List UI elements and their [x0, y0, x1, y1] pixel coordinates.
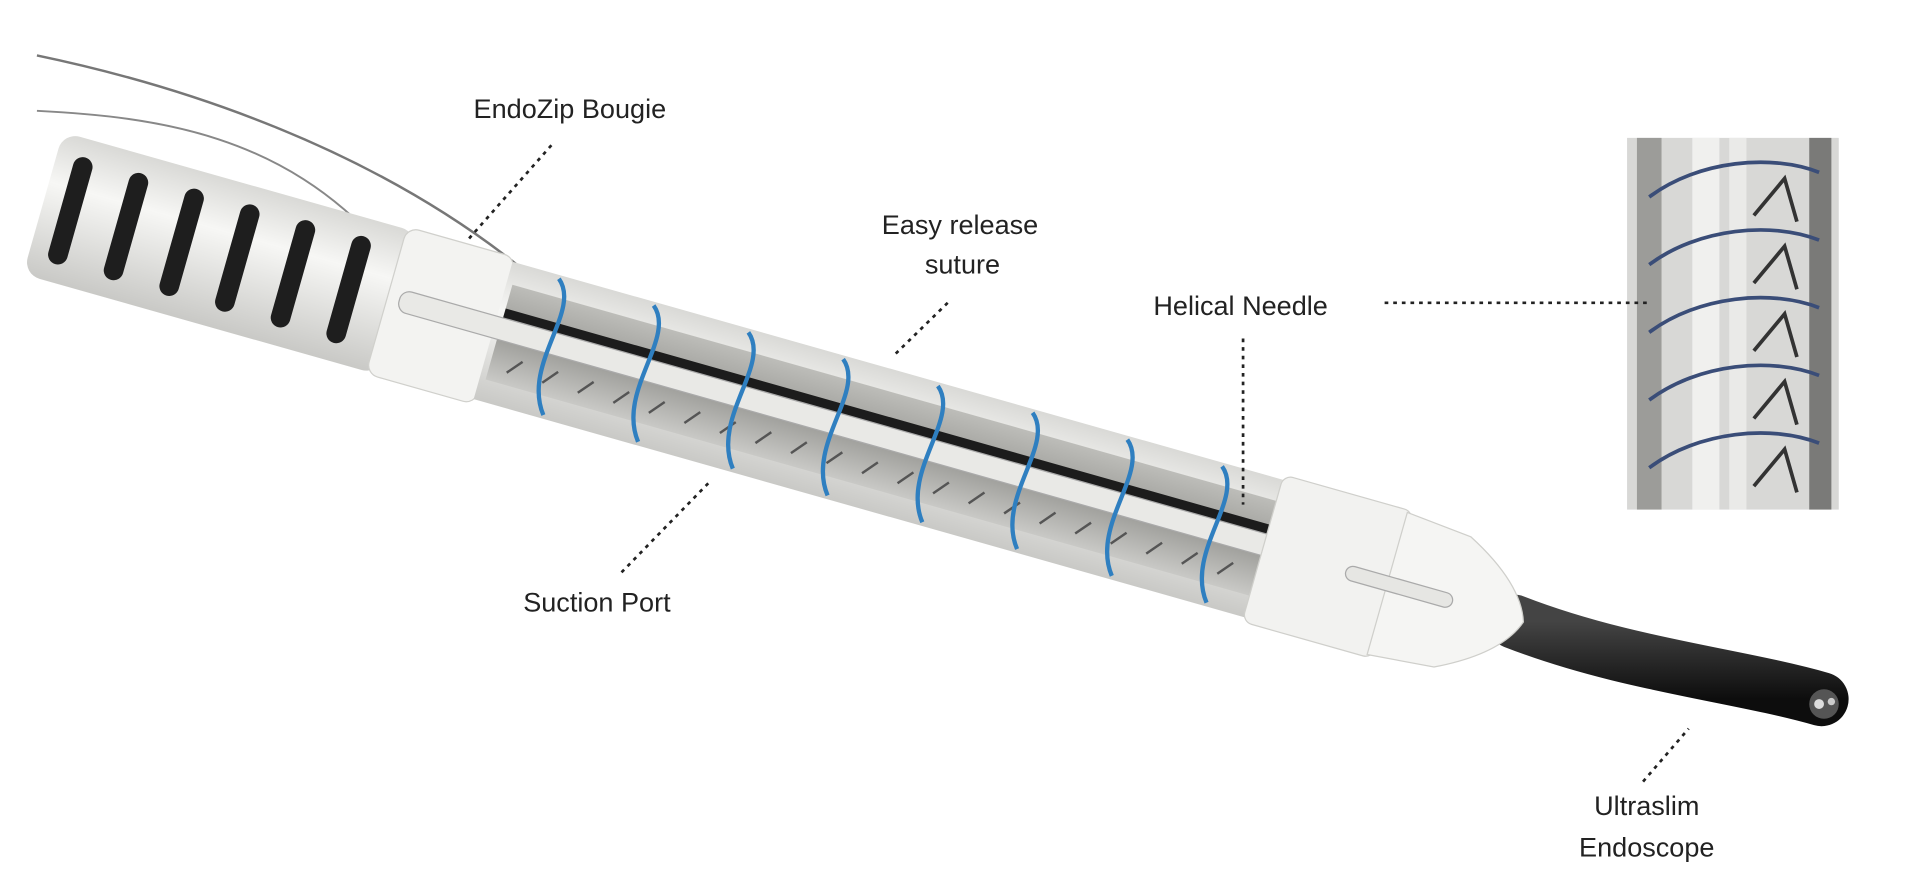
inset-suture	[1648, 295, 1820, 334]
rib-slot	[103, 172, 149, 281]
suture-loop	[820, 357, 851, 497]
leader-suture	[891, 301, 949, 358]
suture-loop	[1010, 411, 1040, 550]
needle-tooth	[1181, 551, 1199, 565]
suture-loop	[726, 331, 756, 470]
needle-tooth	[577, 380, 595, 394]
rib-slot	[159, 188, 204, 296]
rib-slot	[215, 204, 260, 312]
inset-suture	[1648, 228, 1820, 267]
needle-tooth	[1216, 561, 1234, 575]
rib-slot	[270, 220, 316, 328]
inset-suture	[1648, 363, 1820, 402]
suture-loop	[1199, 465, 1230, 604]
dark-rod	[503, 308, 1276, 536]
needle-tooth	[683, 411, 701, 424]
label-endozip-bougie: EndoZip Bougie	[474, 93, 667, 124]
needle-tooth	[861, 461, 879, 475]
inset-needle	[1752, 377, 1799, 426]
helical-needle-inset	[1627, 137, 1839, 510]
needle-tooth	[932, 481, 950, 495]
needle-tooth	[967, 491, 986, 505]
suture-loop	[1104, 438, 1135, 577]
ultraslim-endoscope	[1486, 594, 1849, 727]
label-easy-release-line1: Easy release	[882, 209, 1038, 240]
needle-tooth	[896, 471, 915, 485]
inset-suture	[1648, 160, 1820, 199]
suture-loop	[536, 277, 567, 416]
needle-tooth	[1038, 511, 1057, 525]
needle-tooth	[790, 441, 808, 455]
inset-needle	[1752, 445, 1799, 493]
inset-needle	[1752, 310, 1799, 358]
inset-needle	[1752, 174, 1799, 223]
needle-tooth	[612, 390, 630, 404]
suture-helix	[536, 277, 1230, 604]
inset-needle	[1752, 242, 1799, 290]
rib-slot	[48, 157, 93, 265]
suture-loop	[915, 384, 946, 524]
label-ultraslim-line2: Endoscope	[1579, 832, 1714, 863]
leader-endoscope	[1642, 727, 1690, 783]
needle-tooth	[825, 451, 844, 465]
bougie-rod	[398, 291, 1301, 564]
inset-suture	[1648, 431, 1820, 470]
needle-tooth	[506, 360, 524, 374]
needle-tooth	[648, 401, 666, 414]
endozip-device	[27, 136, 1525, 668]
label-suction-port: Suction Port	[523, 587, 671, 618]
label-ultraslim-line1: Ultraslim	[1594, 790, 1699, 821]
rib-slot	[326, 235, 371, 344]
nose-cone	[1366, 511, 1525, 668]
label-helical-needle: Helical Needle	[1153, 290, 1328, 321]
suture-loop	[631, 304, 662, 443]
guide-wire	[36, 54, 518, 266]
rib-slots	[48, 157, 371, 344]
leader-bougie	[466, 144, 553, 241]
guide-wire	[36, 109, 383, 247]
needle-tooth	[1145, 541, 1163, 555]
needle-tooth	[1074, 521, 1092, 535]
leader-suction	[620, 479, 713, 574]
needle-tooth	[541, 370, 559, 384]
needle-tooth	[754, 431, 772, 445]
ribbed-section	[27, 136, 415, 371]
label-easy-release-line2: suture	[925, 248, 1000, 279]
needle-tooth	[1110, 531, 1128, 545]
